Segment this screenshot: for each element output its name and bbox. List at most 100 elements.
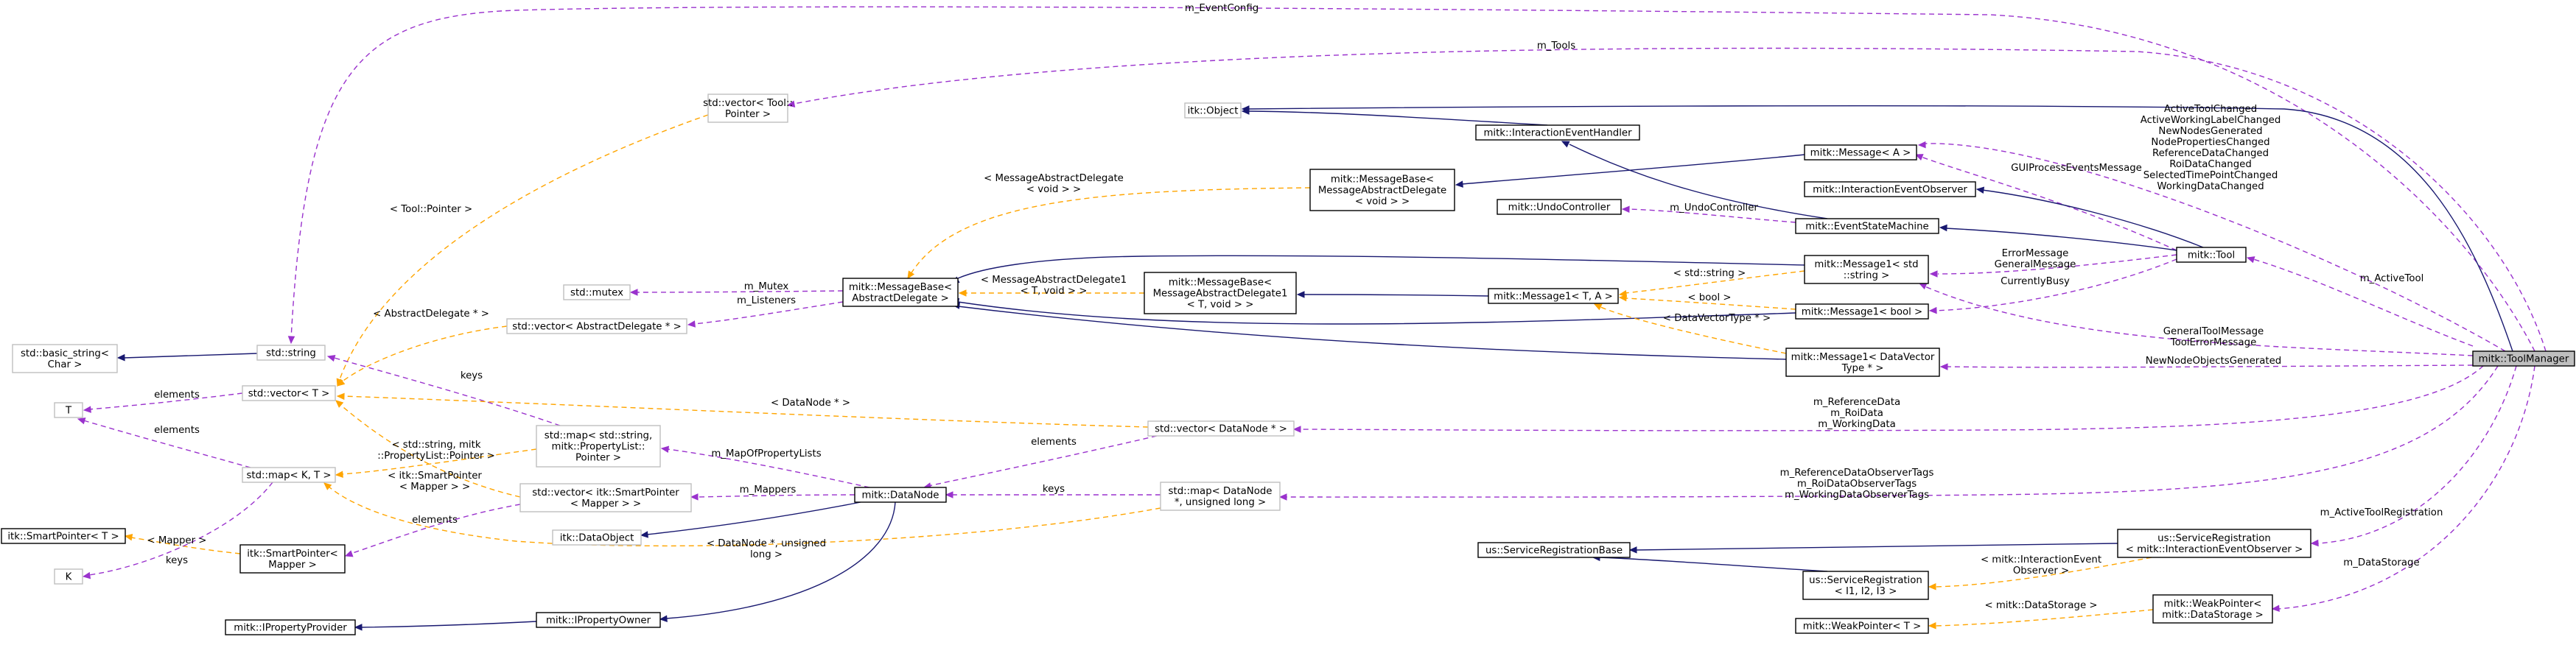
edge-label-line: m_RoiDataObserverTags [1797,479,1917,490]
edge-mutex [629,289,844,296]
node-box [1804,144,1917,161]
edge-ieo-tool [1975,186,2204,248]
node-ipropertyowner[interactable]: mitk::IPropertyOwner [536,612,661,628]
node-box [536,425,661,468]
edge-line [1924,143,2506,352]
edge-arrowhead [1455,180,1463,188]
edge-esm-tool [1939,224,2177,251]
node-vector-datanode[interactable]: std::vector< DataNode * > [1147,420,1295,437]
edge-arrowhead [1914,154,1924,161]
edge-label: keys [1043,484,1065,495]
node-weakpointer-ds[interactable]: mitk::WeakPointer<mitk::DataStorage > [2152,594,2273,624]
edge-arrowhead [1292,426,1301,433]
node-box [1184,102,1242,119]
node-message1-datavector[interactable]: mitk::Message1< DataVectorType * > [1785,348,1940,377]
node-interactioneventobserver[interactable]: mitk::InteractionEventObserver [1804,181,1976,197]
edge-label-line: GeneralToolMessage [2163,326,2264,337]
edge-label-line: m_ReferenceData [1813,397,1900,408]
node-eventstatemachine[interactable]: mitk::EventStateMachine [1795,218,1939,234]
edge-line [2253,258,2474,347]
node-servicereg-i[interactable]: us::ServiceRegistration< I1, I2, I3 > [1802,571,1929,600]
edge-label-line: SelectedTimePointChanged [2143,170,2278,181]
edge-label: < bool > [1687,292,1731,303]
node-vector-abstractdelegate[interactable]: std::vector< AbstractDelegate * > [506,318,687,334]
node-servicereg-ieo[interactable]: us::ServiceRegistration< mitk::Interacti… [2117,529,2311,558]
node-map-string-proplist[interactable]: std::map< std::string,mitk::PropertyList… [536,425,661,468]
node-message-a[interactable]: mitk::Message< A > [1804,144,1917,161]
node-weakpointer-t[interactable]: mitk::WeakPointer< T > [1795,618,1929,634]
node-servicereg-base[interactable]: us::ServiceRegistrationBase [1477,542,1631,558]
edge-arrowhead [77,417,86,425]
node-vector-smartpointer-mapper[interactable]: std::vector< itk::SmartPointer< Mapper >… [519,483,692,512]
node-messagebase-mad[interactable]: mitk::MessageBase<MessageAbstractDelegat… [1309,169,1455,211]
edge-label-line: elements [154,425,200,436]
node-datanode[interactable]: mitk::DataNode [854,487,947,503]
node-itkdataobject[interactable]: itk::DataObject [552,529,642,546]
edge-arrowhead [629,289,638,296]
node-message1-string[interactable]: mitk::Message1< std::string > [1804,255,1929,284]
edge-label-line: keys [166,555,188,566]
edge-line [2278,365,2535,610]
node-box [506,318,687,334]
edge-arrowhead [1593,303,1603,311]
node-messagebase-ad[interactable]: mitk::MessageBase<AbstractDelegate > [842,278,959,307]
node-stdstring[interactable]: std::string [256,345,326,361]
edge-arrowhead [1618,294,1627,302]
node-stdmutex[interactable]: std::mutex [563,284,631,300]
node-map-datanode-ulong[interactable]: std::map< DataNode*, unsigned long > [1160,482,1281,511]
node-label: itk::DataObject [560,533,634,544]
edge-keys-string [326,354,561,426]
edge-label-line: < Mapper > [147,535,207,546]
edge-label: < std::string, mitk::PropertyList::Point… [377,440,494,462]
edge-label-line: NewNodesGenerated [2158,126,2262,137]
node-label: ::string > [1844,270,1890,281]
node-toolmanager[interactable]: mitk::ToolManager [2472,350,2575,367]
node-box [242,467,336,483]
edge-observertags [1278,365,2499,501]
node-label: mitk::DataStorage > [2162,610,2264,621]
node-itkobject[interactable]: itk::Object [1184,102,1242,119]
node-k[interactable]: K [54,568,83,585]
node-label: us::ServiceRegistrationBase [1485,546,1623,557]
node-map-kt[interactable]: std::map< K, T > [242,467,336,483]
node-message1-bool[interactable]: mitk::Message1< bool > [1795,303,1929,320]
node-messagebase-mad1[interactable]: mitk::MessageBase<MessageAbstractDelegat… [1144,272,1297,314]
node-basic-string[interactable]: std::basic_string<Char > [12,344,118,373]
edge-dataobject [640,501,861,538]
node-smartpointer-t[interactable]: itk::SmartPointer< T > [1,528,126,544]
node-vector-t[interactable]: std::vector< T > [242,385,336,401]
edge-errormsg [1929,254,2177,278]
edge-label: < DataVectorType * > [1663,313,1771,324]
edge-label: < MessageAbstractDelegate1< T, void > > [981,275,1127,297]
edge-label-line: < Mapper > > [399,482,470,493]
node-label: std::mutex [570,288,623,299]
node-t[interactable]: T [54,402,83,418]
edge-label-line: < DataVectorType * > [1663,313,1771,324]
edge-arrowhead [336,392,345,401]
edge-arrowhead [1929,270,1938,278]
node-label: < Mapper > > [570,498,641,510]
node-ipropertyprovider[interactable]: mitk::IPropertyProvider [225,619,356,635]
node-vector-toolpointer[interactable]: std::vector< Tool::Pointer > [703,94,793,123]
node-box [519,483,692,512]
node-smartpointer-mapper[interactable]: itk::SmartPointer<Mapper > [239,544,346,574]
edge-line [1981,189,2204,248]
node-label: std::vector< itk::SmartPointer [532,487,679,498]
edge-label: m_MapOfPropertyLists [711,448,821,459]
node-label: T [65,406,72,417]
edge-arrowhead [690,493,699,501]
node-undocontroller[interactable]: mitk::UndoController [1497,199,1622,215]
edge-arrowhead [323,482,332,490]
node-message1-ta[interactable]: mitk::Message1< T, A > [1488,288,1619,304]
edge-refdata [1292,365,2484,433]
node-interactioneventhandler[interactable]: mitk::InteractionEventHandler [1475,124,1640,141]
node-label: < mitk::InteractionEventObserver > [2126,544,2303,555]
edge-label-line: ToolErrorMessage [2170,337,2257,348]
edge-line [665,501,896,619]
node-tool[interactable]: mitk::Tool [2176,247,2247,263]
edge-tpl-toolpointer [336,114,709,387]
edge-arrowhead [116,353,125,362]
